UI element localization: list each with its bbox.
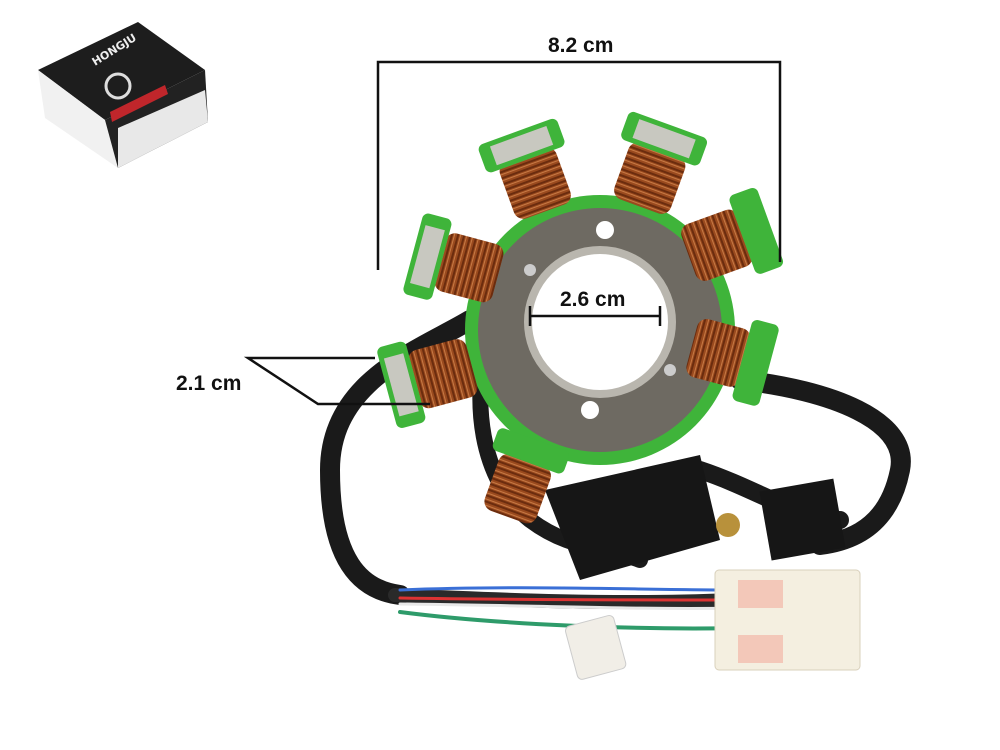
coils: [377, 111, 784, 524]
stator-core: [465, 195, 735, 465]
coil-width-label: 2.1 cm: [176, 372, 242, 395]
inner-bore-label: 2.6 cm: [560, 288, 626, 311]
product-box: HONGJU: [38, 22, 208, 168]
connector-plug: [565, 569, 861, 680]
outer-diameter-label: 8.2 cm: [548, 34, 614, 57]
rectifier-block: [545, 455, 846, 580]
outer-diameter-bracket: [376, 60, 782, 270]
bore-line: [528, 306, 662, 326]
dimension-lines: [243, 60, 782, 406]
coil-width-lines: [243, 356, 430, 406]
